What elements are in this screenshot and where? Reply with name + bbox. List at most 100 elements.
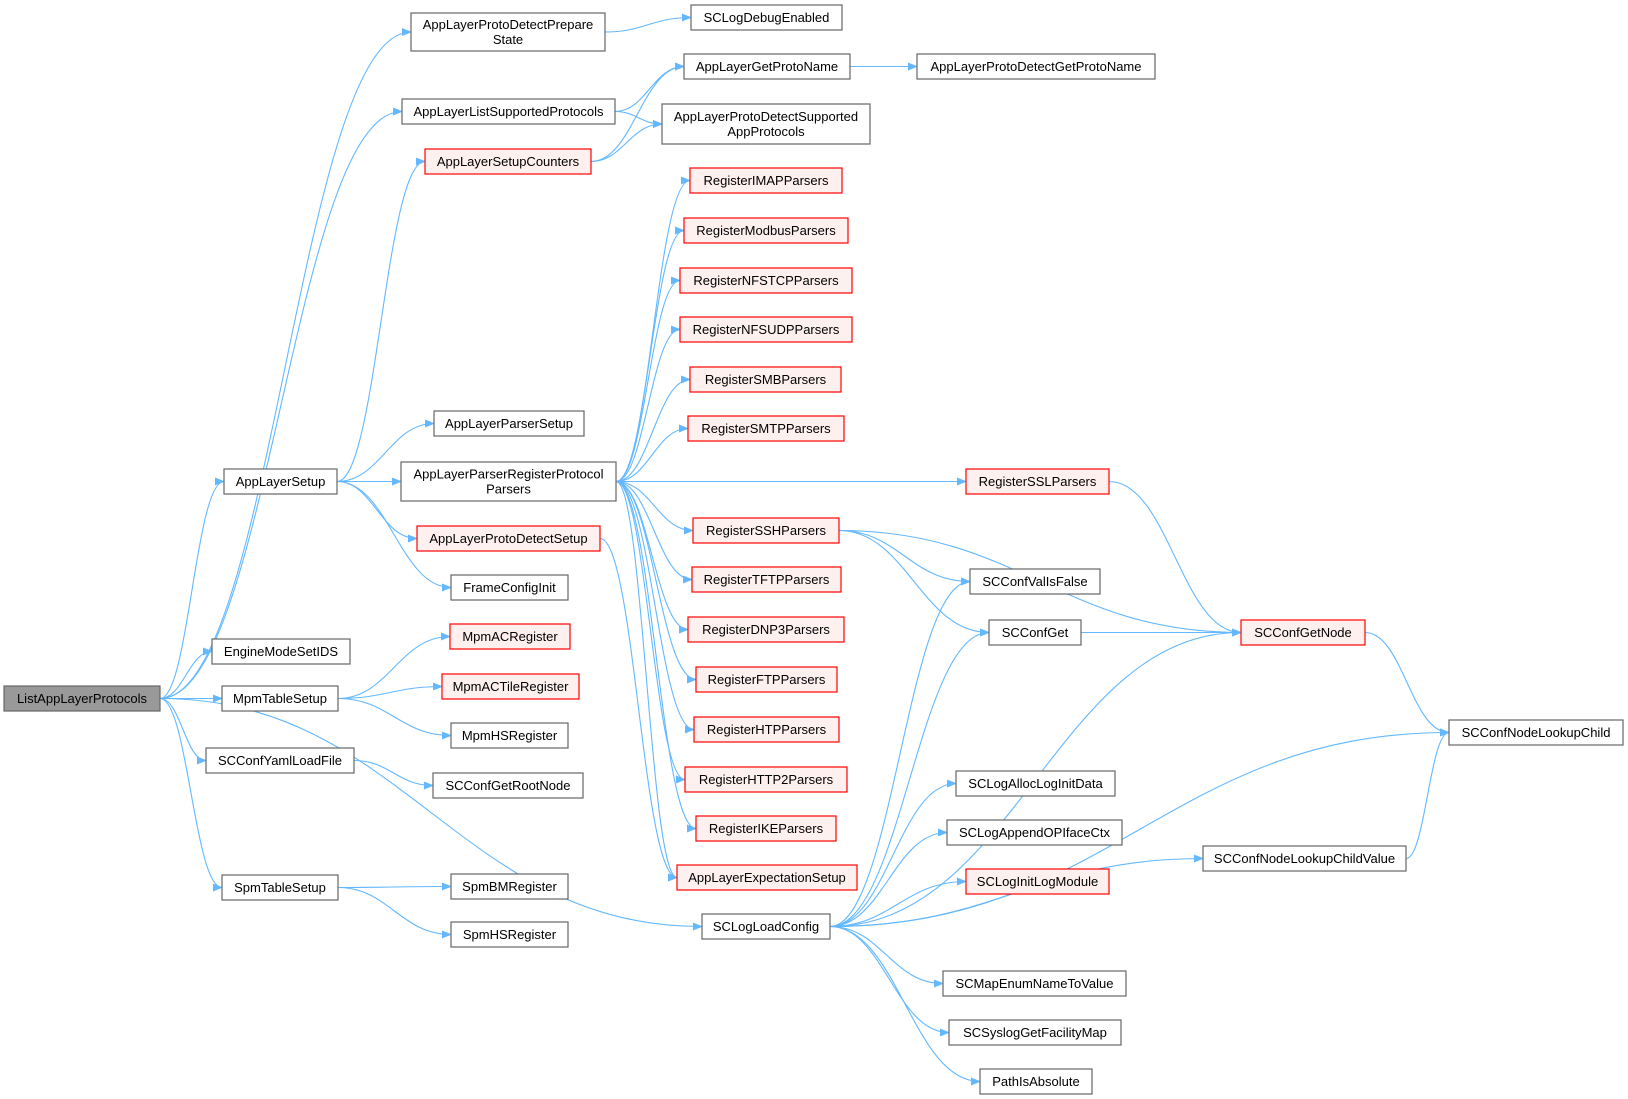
edge-sc-conf-yaml-load-file-to-sc-conf-get-root-node: [353, 759, 434, 790]
edge-root-to-engine-mode-set-ids: [159, 647, 213, 700]
node-box: [3, 685, 161, 712]
node-reg-modbus[interactable]: RegisterModbusParsers: [683, 217, 849, 244]
node-sc-conf-get-root-node[interactable]: SCConfGetRootNode: [432, 772, 584, 799]
node-label: SCLogDebugEnabled: [704, 10, 830, 25]
node-get-proto-name[interactable]: AppLayerGetProtoName: [683, 53, 851, 80]
node-label: AppProtocols: [727, 124, 805, 139]
node-reg-smtp[interactable]: RegisterSMTPParsers: [687, 415, 845, 442]
node-reg-http2[interactable]: RegisterHTTP2Parsers: [684, 766, 848, 793]
edge-sc-log-load-config-to-sc-conf-get: [829, 628, 990, 928]
node-label: FrameConfigInit: [463, 580, 556, 595]
node-mpm-actile[interactable]: MpmACTileRegister: [441, 673, 580, 700]
node-box: [401, 98, 616, 125]
node-frame-config-init[interactable]: FrameConfigInit: [450, 574, 569, 601]
edge-sc-log-load-config-to-sc-map-enum: [829, 925, 944, 988]
edge-parser-register-to-reg-tftp: [615, 480, 693, 584]
node-reg-imap[interactable]: RegisterIMAPParsers: [689, 167, 843, 194]
node-box: [965, 868, 1110, 895]
node-sc-log-append-opiface[interactable]: SCLogAppendOPIfaceCtx: [946, 819, 1123, 846]
edge-sc-log-load-config-to-sc-log-alloc-log-init-data: [829, 779, 957, 928]
node-sc-conf-node-lookup-child[interactable]: SCConfNodeLookupChild: [1448, 719, 1624, 746]
edge-proto-detect-prepare-to-sc-log-debug-enabled: [604, 13, 692, 33]
node-reg-ssl[interactable]: RegisterSSLParsers: [965, 468, 1110, 495]
node-reg-dnp3[interactable]: RegisterDNP3Parsers: [687, 616, 845, 643]
node-label: MpmACRegister: [462, 629, 558, 644]
node-box: [1448, 719, 1624, 746]
node-path-is-absolute[interactable]: PathIsAbsolute: [979, 1068, 1093, 1095]
node-label: RegisterSMTPParsers: [701, 421, 831, 436]
edge-mpm-table-setup-to-mpm-acregister: [337, 632, 451, 700]
node-sc-conf-node-lookup-child-value[interactable]: SCConfNodeLookupChildValue: [1202, 845, 1407, 872]
node-box: [223, 468, 338, 495]
node-engine-mode-set-ids[interactable]: EngineModeSetIDS: [211, 638, 351, 665]
node-box: [691, 566, 842, 593]
node-app-layer-setup[interactable]: AppLayerSetup: [223, 468, 338, 495]
edge-sc-log-load-config-to-sc-log-init-log-module: [829, 877, 967, 928]
edge-root-to-list-supported: [159, 107, 403, 700]
edge-mpm-table-setup-to-mpm-actile: [337, 682, 443, 700]
node-sc-conf-get[interactable]: SCConfGet: [988, 619, 1082, 646]
node-reg-ssh[interactable]: RegisterSSHParsers: [692, 517, 840, 544]
edge-parser-register-to-reg-nfstcp: [615, 276, 681, 483]
node-reg-tftp[interactable]: RegisterTFTPParsers: [691, 566, 842, 593]
edge-parser-register-to-reg-smb: [615, 375, 691, 483]
node-label: AppLayerProtoDetectSetup: [429, 531, 587, 546]
node-reg-ftp[interactable]: RegisterFTPParsers: [695, 666, 838, 693]
edge-sc-log-load-config-to-sc-syslog-get-facility: [829, 925, 950, 1037]
node-label: PathIsAbsolute: [992, 1074, 1079, 1089]
node-box: [679, 316, 853, 343]
node-label: AppLayerParserRegisterProtocol: [413, 467, 603, 482]
node-sc-conf-val-is-false[interactable]: SCConfValIsFalse: [969, 568, 1101, 595]
node-label: SpmTableSetup: [234, 880, 326, 895]
node-sc-syslog-get-facility[interactable]: SCSyslogGetFacilityMap: [948, 1019, 1122, 1046]
edge-root-to-sc-conf-yaml-load-file: [159, 697, 207, 765]
node-sc-map-enum[interactable]: SCMapEnumNameToValue: [942, 970, 1127, 997]
edge-root-to-spm-table-setup: [159, 697, 223, 892]
node-setup-counters[interactable]: AppLayerSetupCounters: [424, 148, 592, 175]
node-box: [955, 770, 1116, 797]
node-sc-log-alloc-log-init-data[interactable]: SCLogAllocLogInitData: [955, 770, 1116, 797]
node-box: [683, 53, 851, 80]
node-box: [701, 913, 831, 940]
node-reg-nfsudp[interactable]: RegisterNFSUDPParsers: [679, 316, 853, 343]
node-reg-htp[interactable]: RegisterHTPParsers: [693, 716, 840, 743]
node-label: AppLayerParserSetup: [445, 416, 573, 431]
node-sc-log-load-config[interactable]: SCLogLoadConfig: [701, 913, 831, 940]
node-list-supported[interactable]: AppLayerListSupportedProtocols: [401, 98, 616, 125]
node-label: SpmBMRegister: [462, 879, 557, 894]
node-label: MpmTableSetup: [233, 691, 327, 706]
node-parser-setup[interactable]: AppLayerParserSetup: [433, 410, 585, 437]
node-label: SpmHSRegister: [463, 927, 557, 942]
node-mpm-table-setup[interactable]: MpmTableSetup: [221, 685, 339, 712]
node-reg-ike[interactable]: RegisterIKEParsers: [695, 815, 837, 842]
node-sc-log-init-log-module[interactable]: SCLogInitLogModule: [965, 868, 1110, 895]
node-label: SCConfValIsFalse: [982, 574, 1087, 589]
node-label: RegisterSSHParsers: [706, 523, 826, 538]
node-proto-detect-setup[interactable]: AppLayerProtoDetectSetup: [416, 525, 601, 552]
node-spm-table-setup[interactable]: SpmTableSetup: [221, 874, 339, 901]
node-reg-smb[interactable]: RegisterSMBParsers: [689, 366, 842, 393]
node-label: RegisterTFTPParsers: [704, 572, 830, 587]
node-spm-hs[interactable]: SpmHSRegister: [450, 921, 569, 948]
node-mpm-hs[interactable]: MpmHSRegister: [450, 722, 569, 749]
node-label: RegisterDNP3Parsers: [702, 622, 830, 637]
node-mpm-acregister[interactable]: MpmACRegister: [449, 623, 571, 650]
node-box: [400, 461, 617, 502]
node-label: SCConfGet: [1002, 625, 1069, 640]
node-reg-nfstcp[interactable]: RegisterNFSTCPParsers: [679, 267, 853, 294]
node-root[interactable]: ListAppLayerProtocols: [3, 685, 161, 712]
node-expectation-setup[interactable]: AppLayerExpectationSetup: [676, 864, 858, 891]
node-label: SCLogLoadConfig: [713, 919, 819, 934]
node-box: [211, 638, 351, 665]
edge-app-layer-setup-to-setup-counters: [336, 157, 426, 483]
node-sc-conf-get-node[interactable]: SCConfGetNode: [1240, 619, 1366, 646]
node-sc-log-debug-enabled[interactable]: SCLogDebugEnabled: [690, 4, 843, 31]
edge-parser-register-to-reg-modbus: [615, 226, 685, 483]
node-box: [695, 815, 837, 842]
node-sc-conf-yaml-load-file[interactable]: SCConfYamlLoadFile: [205, 747, 355, 774]
node-proto-detect-get-proto-name[interactable]: AppLayerProtoDetectGetProtoName: [916, 53, 1156, 80]
node-spm-bm[interactable]: SpmBMRegister: [450, 873, 569, 900]
